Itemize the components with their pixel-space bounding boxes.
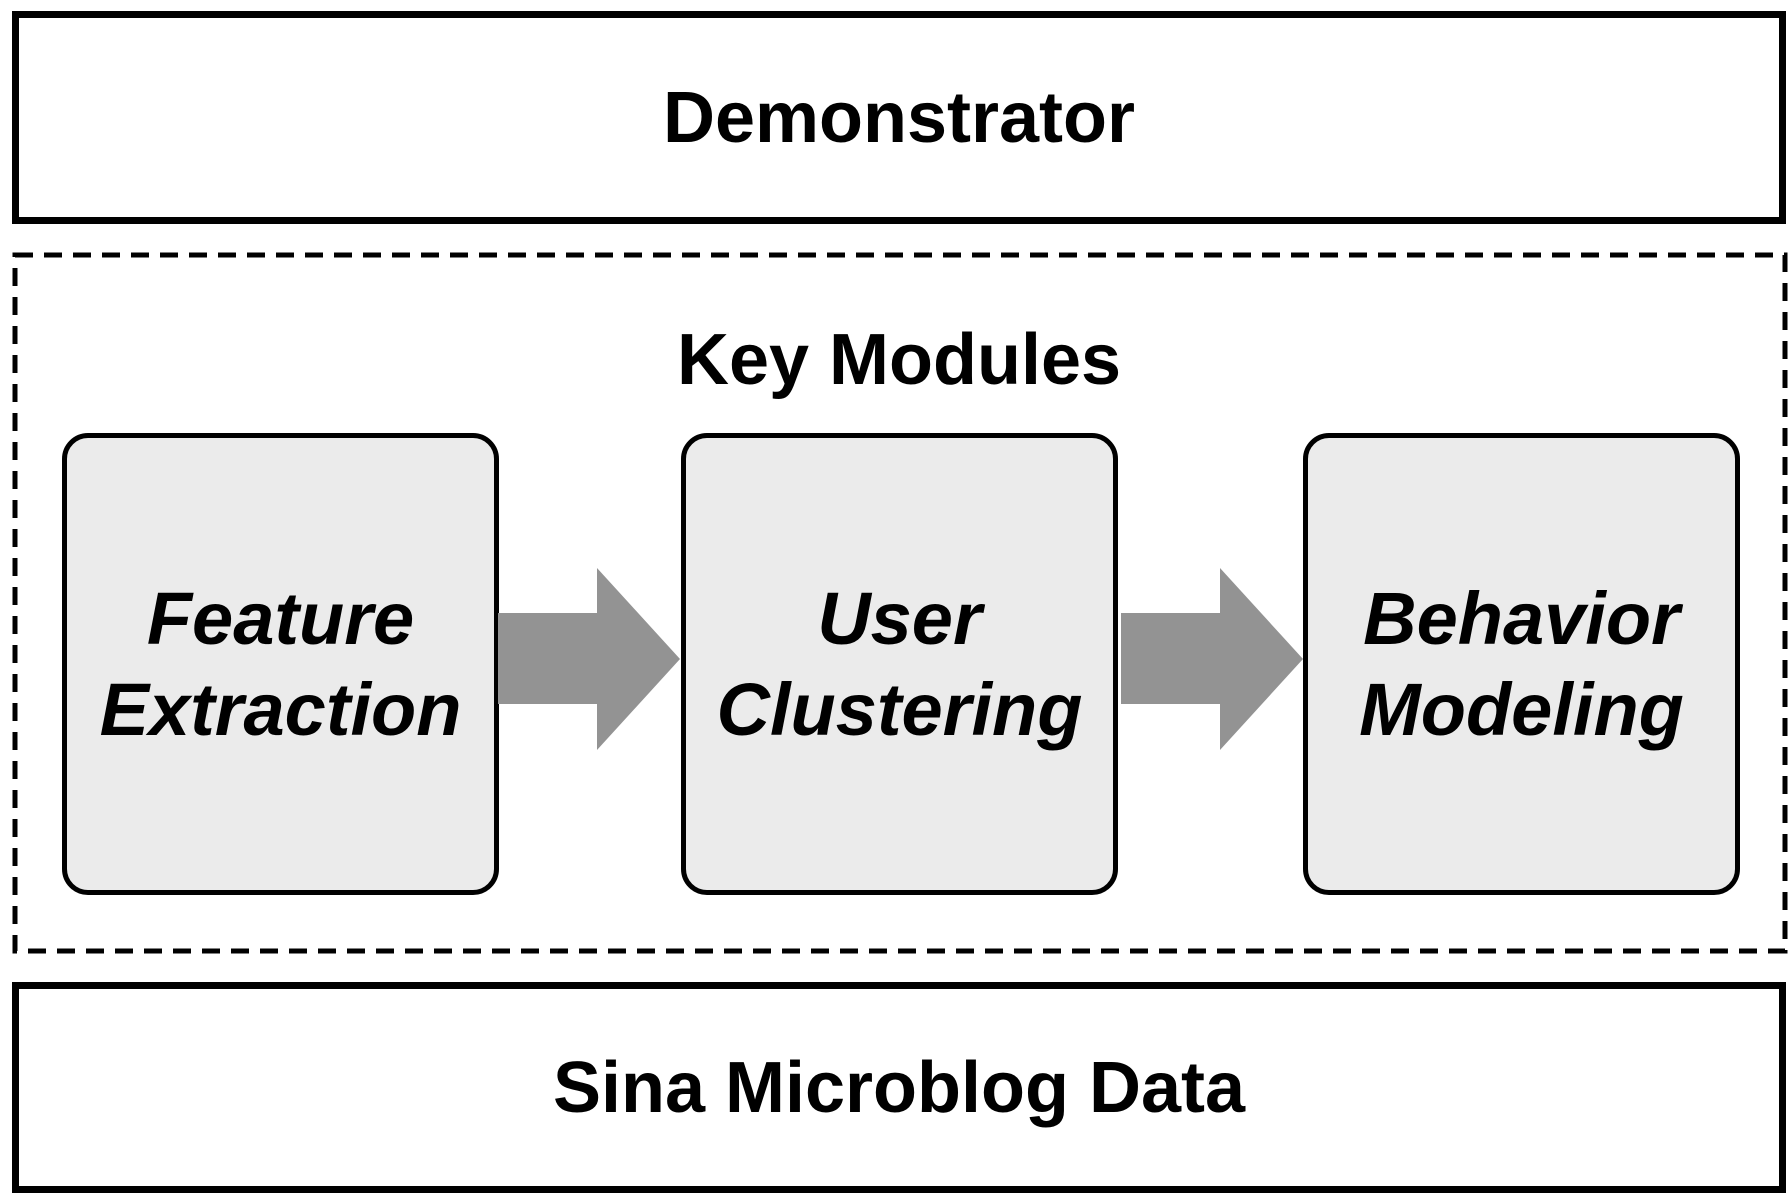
module-label-line1: Feature (146, 577, 415, 660)
demonstrator-label: Demonstrator (662, 77, 1136, 158)
module-label-line2: Clustering (716, 668, 1083, 751)
right-arrow-icon (498, 568, 680, 750)
module-label-line2: Extraction (99, 668, 462, 751)
feature-extraction-module: Feature Extraction (62, 433, 499, 895)
module-label-line2: Modeling (1359, 668, 1684, 751)
module-label-line1: Behavior (1363, 577, 1680, 660)
sina-microblog-data-layer: Sina Microblog Data (12, 982, 1786, 1193)
behavior-modeling-module: Behavior Modeling (1303, 433, 1740, 895)
sina-microblog-data-label: Sina Microblog Data (552, 1047, 1246, 1128)
user-clustering-module: User Clustering (681, 433, 1118, 895)
right-arrow-icon (1121, 568, 1303, 750)
module-label-line1: User (817, 577, 982, 660)
demonstrator-layer: Demonstrator (12, 11, 1786, 224)
key-modules-title: Key Modules (676, 320, 1122, 400)
